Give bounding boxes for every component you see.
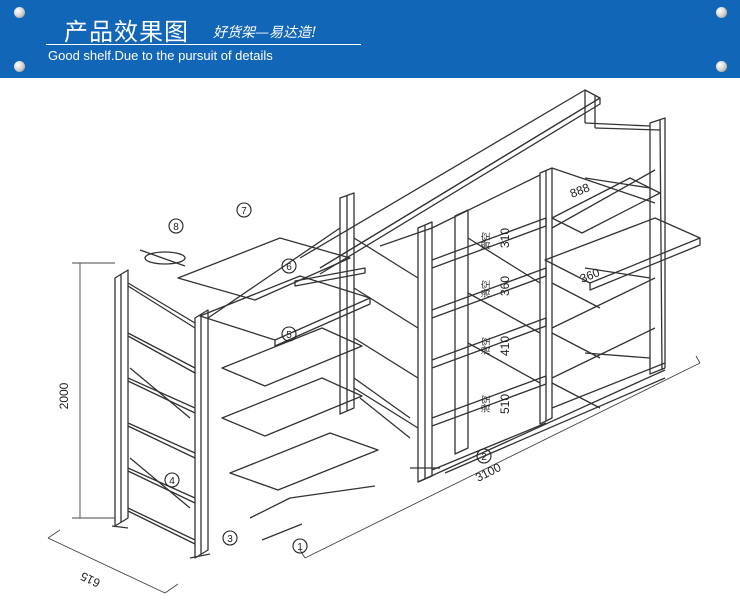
shelf-label-888: 888 xyxy=(568,180,592,201)
tier-label-360: 360 xyxy=(498,276,512,296)
slogan: 好货架—易达造! xyxy=(213,25,317,41)
slide-note-2: 滑空 xyxy=(480,280,491,298)
dim-length-label: 3100 xyxy=(473,460,503,485)
tier-label-510: 510 xyxy=(498,394,512,414)
callout-1: 1 xyxy=(297,542,303,553)
callout-8: 8 xyxy=(173,222,179,233)
rivet-icon xyxy=(14,61,25,72)
rivet-icon xyxy=(716,7,727,18)
rivet-icon xyxy=(716,61,727,72)
callout-3: 3 xyxy=(227,534,233,545)
callout-6: 6 xyxy=(286,262,292,273)
callout-2: 2 xyxy=(481,452,487,463)
title-underline xyxy=(46,44,361,45)
callout-7: 7 xyxy=(241,206,247,217)
page-title: 产品效果图 xyxy=(64,18,189,46)
slide-note-4: 滑空 xyxy=(480,395,491,413)
callout-5: 5 xyxy=(286,330,292,341)
header-banner: 产品效果图 好货架—易达造! Good shelf.Due to the pur… xyxy=(0,0,740,78)
rivet-icon xyxy=(14,7,25,18)
slide-note-3: 滑空 xyxy=(480,337,491,355)
shelf-label-360-right: 360 xyxy=(578,265,602,286)
slide-note-1: 滑空 xyxy=(480,232,491,250)
callout-4: 4 xyxy=(169,476,175,487)
shelf-drawing: 8 7 6 5 4 3 1 2 2000 3100 615 310 360 41… xyxy=(47,89,701,594)
tier-label-310: 310 xyxy=(498,228,512,248)
dim-depth-label: 615 xyxy=(78,569,102,590)
dim-height-label: 2000 xyxy=(57,382,71,409)
page-subtitle: Good shelf.Due to the pursuit of details xyxy=(48,48,273,63)
tier-label-410: 410 xyxy=(498,336,512,356)
